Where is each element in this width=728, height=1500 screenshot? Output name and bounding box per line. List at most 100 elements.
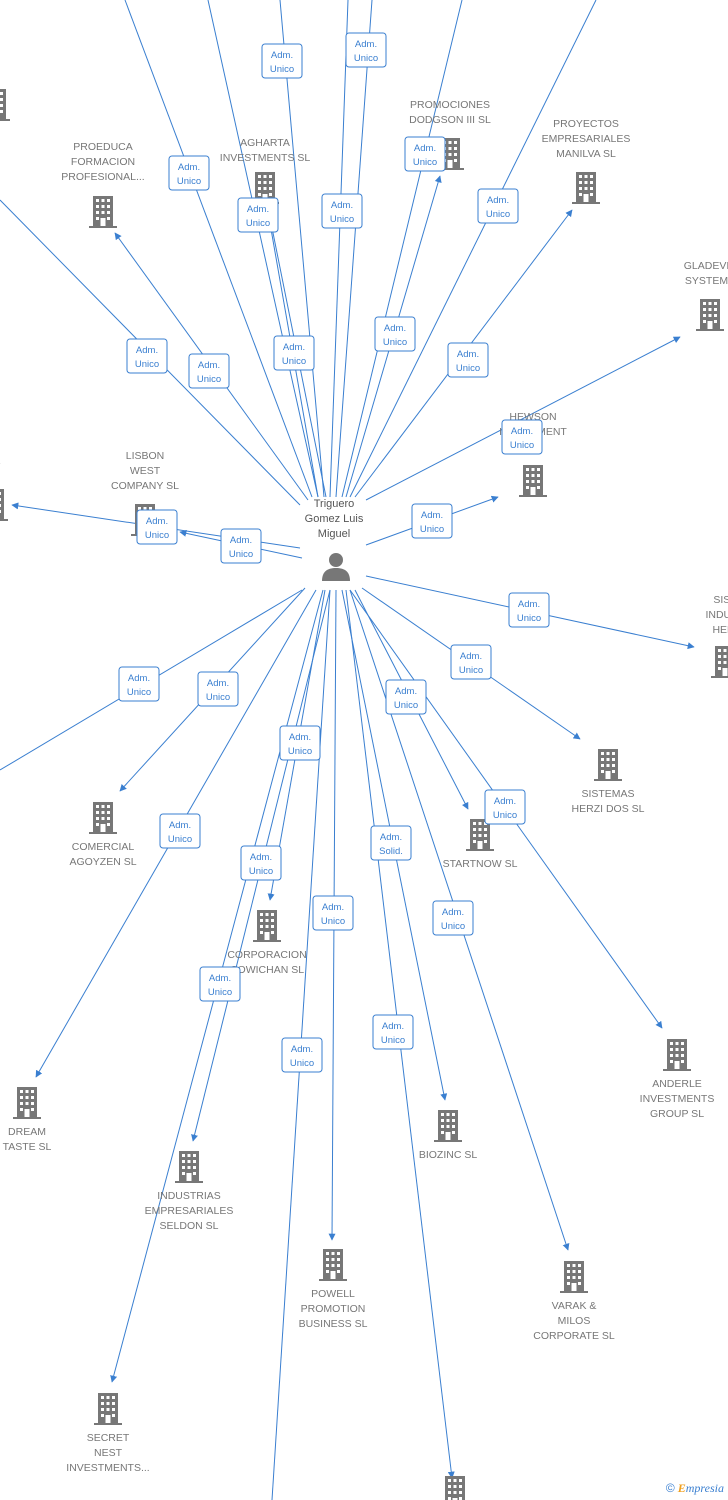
role-badge[interactable]: Adm.Unico [411,503,453,539]
role-badge[interactable]: Adm.Unico [477,188,519,224]
role-badge[interactable]: Adm.Unico [199,966,241,1002]
empresia-brand[interactable]: ©Empresia [666,1481,724,1496]
role-badge[interactable]: Adm.Unico [188,353,230,389]
role-badge[interactable]: Adm.Unico [159,813,201,849]
company-node-bottom-unnamed[interactable] [441,1476,469,1500]
role-badge[interactable]: Adm. Unico [404,136,446,172]
role-badge-text: Unico [394,700,418,711]
company-node-gladevie[interactable]: GLADEVIESYSTEMS [684,260,728,331]
role-badge[interactable]: Adm. Unico [281,1037,323,1073]
company-label-line: EMPRESARIALES [542,133,631,145]
company-label-line: PROMOTION [301,1303,366,1315]
role-badge[interactable]: Adm. Unico [118,666,160,702]
company-node-biozinc[interactable]: BIOZINC SL [419,1110,478,1161]
brand-initial: E [677,1481,686,1495]
company-label-line: AGHARTA [240,137,290,149]
company-label-line: INDUSTRIAS [157,1190,221,1202]
role-badge[interactable]: Adm. Unico [321,193,363,229]
company-node-proeduca[interactable]: PROEDUCAFORMACIONPROFESIONAL... [61,141,145,228]
role-badge-text: Adm. [331,200,353,211]
role-badge-text: Unico [510,440,534,451]
role-badge[interactable]: Adm.Unico [432,900,474,936]
role-badge[interactable]: Adm.Unico [273,335,315,371]
role-badge-text: Adm. [291,1044,313,1055]
role-badge[interactable]: Adm.Unico [374,316,416,352]
role-badge[interactable]: Adm.Unico [237,197,279,233]
company-node-secret-nest[interactable]: SECRETNESTINVESTMENTS... [66,1393,150,1474]
role-badge-text: Adm. [250,852,272,863]
role-badge-text: Unico [290,1058,314,1069]
company-node-startnow[interactable]: STARTNOW SL [443,819,518,870]
person-label-line: Triguero [314,498,355,510]
company-label-line: PROFESIONAL... [61,171,144,183]
company-node-sist-indust[interactable]: SISTINDUSTHERI [705,594,728,678]
company-label-line: POWELL [311,1288,355,1300]
company-node-c-sl-left[interactable]: CSL [0,440,8,521]
role-badge-text: Unico [127,687,151,698]
building-icon [94,1393,122,1425]
role-badge-text: Adm. [136,345,158,356]
role-badge[interactable]: Adm.Unico [197,671,239,707]
roles-layer: Adm.UnicoAdm.UnicoAdm.UnicoAdm.UnicoAdm.… [118,32,550,1073]
role-badge-text: Unico [413,157,437,168]
role-badge[interactable]: Adm.Unico [508,592,550,628]
role-badge-text: Adm. [487,195,509,206]
role-badge-text: Unico [168,834,192,845]
edge-5 [341,0,463,498]
company-label-line: CORPORACION [227,949,306,961]
role-badge-text: Adm. [283,342,305,353]
role-badge-text: Unico [330,214,354,225]
role-badge[interactable]: Adm.Solid. [370,825,412,861]
company-label-line: SISTEMAS [581,788,634,800]
edge-2 [279,0,325,498]
role-badge[interactable]: Adm.Unico [501,419,543,455]
role-badge[interactable]: Adm.Unico [372,1014,414,1050]
company-label-line: DREAM [8,1126,46,1138]
building-icon [696,299,724,331]
role-badge-text: Unico [456,363,480,374]
role-badge-text: Adm. [518,599,540,610]
company-label-line: STARTNOW SL [443,858,518,870]
role-badge-text: Adm. [414,143,436,154]
role-badge[interactable]: Adm.Unico [136,509,178,545]
role-badge[interactable]: Adm.Unico [126,338,168,374]
company-node-l-left-top[interactable]: L [0,89,10,129]
company-label-line: VARAK & [552,1300,597,1312]
role-badge[interactable]: Adm.Unico [484,789,526,825]
role-badge[interactable]: Adm.Unico [450,644,492,680]
role-badge-text: Adm. [494,796,516,807]
role-badge[interactable]: Adm.Unico [261,43,303,79]
role-badge[interactable]: Adm.Unico [240,845,282,881]
role-badge[interactable]: Adm.Unico [279,725,321,761]
role-badge[interactable]: Adm.Unico [447,342,489,378]
company-label-line: EMPRESARIALES [145,1205,234,1217]
company-label-line: GLADEVIE [684,260,728,272]
building-icon [572,172,600,204]
role-badge[interactable]: Adm.Unico [312,895,354,931]
role-badge[interactable]: Adm.Unico [168,155,210,191]
building-icon [560,1261,588,1293]
role-badge[interactable]: Adm.Unico [345,32,387,68]
company-label-line: INVESTMENTS [640,1093,715,1105]
company-label-line: DODGSON III SL [409,114,491,126]
role-badge-text: Adm. [384,323,406,334]
role-badge[interactable]: Adm.Unico [220,528,262,564]
role-badge[interactable]: Adm.Unico [385,679,427,715]
role-badge-text: Adm. [209,973,231,984]
role-badge-text: Adm. [128,673,150,684]
company-label-line: LISBON [126,450,165,462]
